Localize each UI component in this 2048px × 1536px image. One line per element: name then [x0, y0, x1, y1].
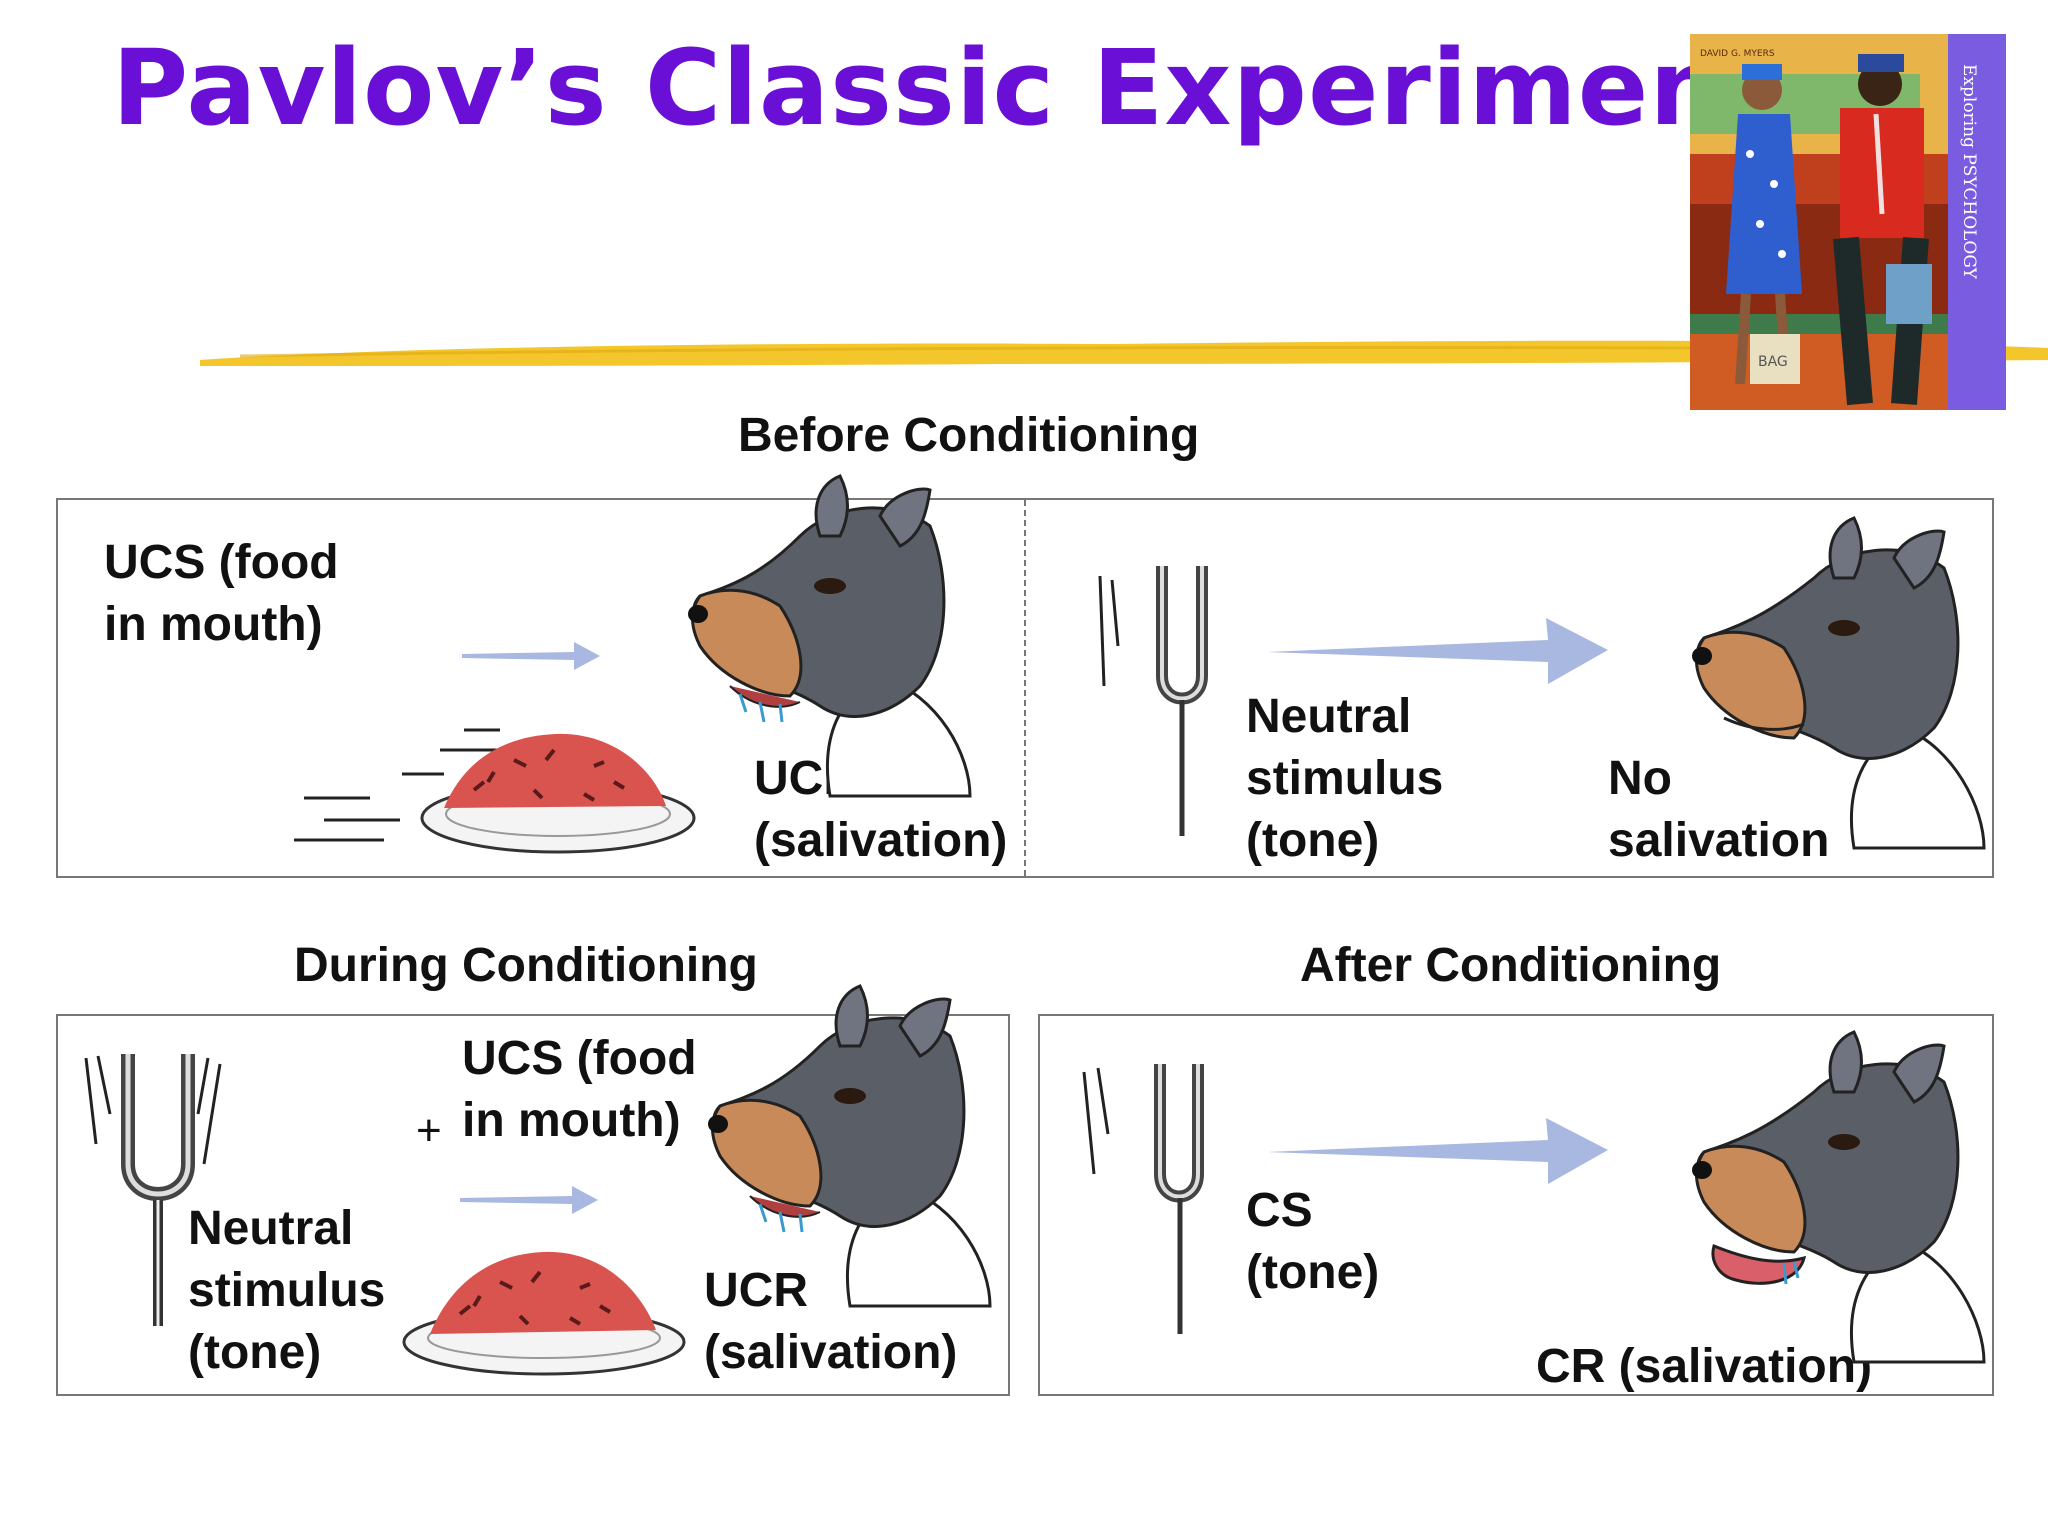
book-cover: BAG Exploring PSYCHOLOGY DAVID G. MYERS [1690, 34, 2006, 410]
book-title-text: Exploring PSYCHOLOGY [1959, 64, 1979, 280]
during-ucr-label: UCR (salivation) [704, 1264, 958, 1379]
during-food-plate-icon [402, 1251, 686, 1376]
before-neutral-label: Neutral stimulus (tone) [1246, 690, 1444, 867]
during-heading: During Conditioning [294, 939, 758, 992]
after-cs-arrow [1268, 1118, 1608, 1184]
after-panel [1038, 1014, 1994, 1396]
during-ucs-arrow [460, 1186, 598, 1214]
during-neutral-label: Neutral stimulus (tone) [188, 1202, 386, 1379]
before-dog-no-salivation-icon [1692, 516, 1986, 850]
during-ucs-label: UCS (food in mouth) [462, 1032, 697, 1147]
after-heading: After Conditioning [1300, 939, 1722, 992]
slide-title: Pavlov’s Classic Experiment [112, 27, 1776, 149]
book-bag-text: BAG [1758, 354, 1788, 370]
before-dog-eating-icon [688, 474, 972, 798]
during-tuning-fork-icon [84, 1054, 222, 1326]
before-food-plate-icon [294, 728, 696, 854]
before-panel [56, 498, 1994, 878]
after-cr-label: CR (salivation) [1536, 1340, 1873, 1393]
after-tuning-fork-icon [1082, 1064, 1204, 1334]
book-author-text: DAVID G. MYERS [1700, 49, 1775, 59]
before-heading: Before Conditioning [738, 409, 1200, 462]
before-divider [1024, 500, 1026, 876]
before-neutral-arrow [1268, 618, 1608, 684]
before-ucs-label: UCS (food in mouth) [104, 536, 339, 651]
during-plus-sign: + [416, 1106, 442, 1155]
during-dog-eating-icon [708, 984, 992, 1308]
after-cs-label: CS (tone) [1246, 1184, 1380, 1299]
after-dog-salivating-icon [1692, 1030, 1986, 1364]
before-no-salivation-label: No salivation [1608, 752, 1830, 867]
before-tuning-fork-icon [1098, 566, 1208, 836]
title-underline [200, 340, 2048, 366]
during-panel [56, 1014, 1010, 1396]
before-ucs-arrow [462, 642, 600, 670]
